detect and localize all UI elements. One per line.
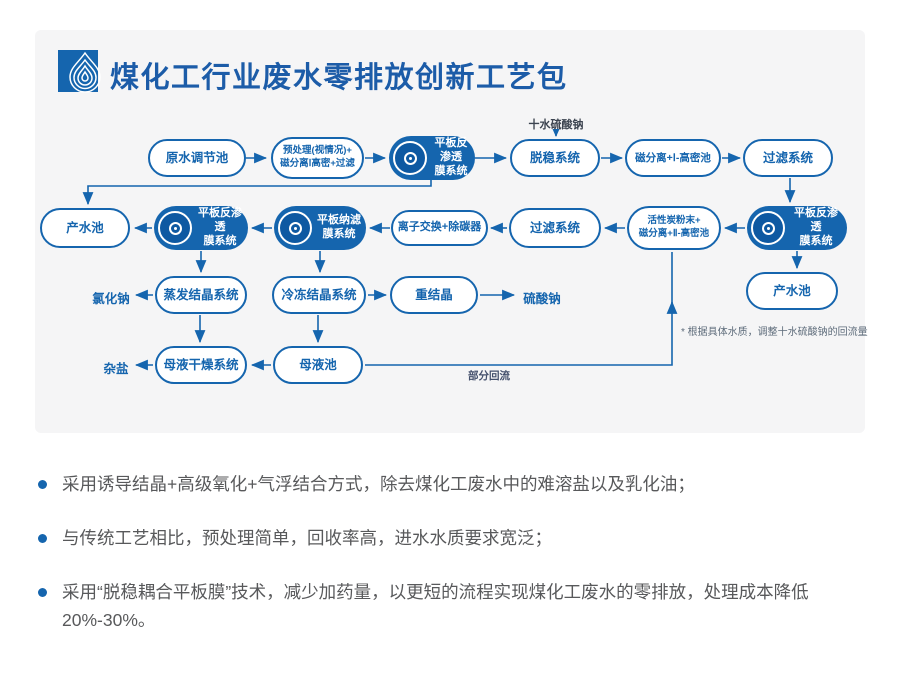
bullet-text: 采用诱导结晶+高级氧化+气浮结合方式，除去煤化工废水中的难溶盐以及乳化油； [62, 474, 695, 494]
membrane-disc-icon [393, 141, 427, 175]
node-mag-sep-1: 磁分离+Ⅰ-高密池 [625, 139, 721, 177]
node-recrystallization: 重结晶 [390, 276, 478, 314]
partial-recycle-label: 部分回流 [468, 370, 510, 382]
bullet-text: 与传统工艺相比，预处理简单，回收率高，进水水质要求宽泛； [62, 528, 552, 548]
node-raw-water-pond: 原水调节池 [148, 139, 246, 177]
node-ion-exchange: 离子交换+除碳器 [391, 210, 488, 246]
bullet-list: 采用诱导结晶+高级氧化+气浮结合方式，除去煤化工废水中的难溶盐以及乳化油； 与传… [38, 470, 860, 660]
node-filter-1: 过滤系统 [743, 139, 833, 177]
bullet-item: 采用诱导结晶+高级氧化+气浮结合方式，除去煤化工废水中的难溶盐以及乳化油； [38, 470, 860, 498]
bullet-text: 采用“脱稳耦合平板膜”技术，减少加药量，以更短的流程实现煤化工废水的零排放，处理… [62, 582, 809, 630]
diagram-footnote: * 根据具体水质，调整十水硫酸钠的回流量 [681, 327, 868, 338]
node-product-pond-2: 产水池 [746, 272, 838, 310]
membrane-disc-icon [158, 211, 192, 245]
sodium-chloride-label: 氯化钠 [92, 292, 130, 306]
bullet-item: 采用“脱稳耦合平板膜”技术，减少加药量，以更短的流程实现煤化工废水的零排放，处理… [38, 578, 860, 634]
node-flat-ro-3: 平板反渗透膜系统 [747, 206, 847, 250]
page-title: 煤化工行业废水零排放创新工艺包 [110, 62, 568, 94]
node-freezing-crystallization: 冷冻结晶系统 [272, 276, 366, 314]
bullet-dot-icon [38, 480, 47, 489]
membrane-disc-icon [278, 211, 312, 245]
bullet-dot-icon [38, 534, 47, 543]
node-destabilization: 脱稳系统 [510, 139, 600, 177]
node-pretreatment: 预处理(视情况)+磁分离Ⅰ高密+过滤 [271, 137, 364, 179]
node-flat-ro-1: 平板反渗透膜系统 [389, 136, 475, 180]
bullet-dot-icon [38, 588, 47, 597]
water-drop-logo-icon [58, 50, 101, 93]
node-flat-ro-2: 平板反渗透膜系统 [154, 206, 248, 250]
sodium-sulfate-feed-label: 十水硫酸钠 [528, 119, 584, 131]
node-mother-liquor-pond: 母液池 [273, 346, 363, 384]
membrane-disc-icon [751, 211, 785, 245]
bullet-item: 与传统工艺相比，预处理简单，回收率高，进水水质要求宽泛； [38, 524, 860, 552]
sodium-sulfate-label: 硫酸钠 [523, 292, 561, 306]
mixed-salt-label: 杂盐 [103, 362, 129, 376]
node-flat-nf: 平板纳滤膜系统 [274, 206, 366, 250]
node-product-pond-1: 产水池 [40, 208, 130, 248]
node-mother-liquor-drying: 母液干燥系统 [155, 346, 247, 384]
node-filter-2: 过滤系统 [509, 208, 601, 248]
node-activated-carbon: 活性炭粉末+磁分离+Ⅱ-高密池 [627, 206, 721, 250]
node-evaporation-crystallization: 蒸发结晶系统 [155, 276, 247, 314]
